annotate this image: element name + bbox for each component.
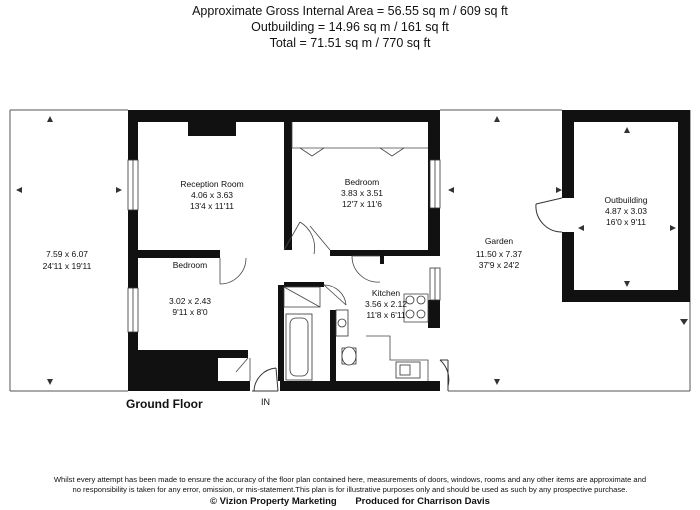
- reception-room-metric: 4.06 x 3.63: [191, 190, 233, 200]
- outbuilding-walls: [562, 110, 690, 302]
- room-labels: Reception Room 4.06 x 3.63 13'4 x 11'11 …: [43, 177, 648, 320]
- kitchen-worktop: [366, 293, 429, 381]
- bedroom-1-metric: 3.83 x 3.51: [341, 188, 383, 198]
- bedroom-1-imperial: 12'7 x 11'6: [342, 199, 382, 209]
- sink-icon: [395, 361, 421, 379]
- hob-icon: [405, 295, 426, 319]
- kitchen-imperial: 11'8 x 6'11: [366, 310, 406, 320]
- windows: [127, 159, 441, 333]
- footer: © Vizion Property Marketing Produced for…: [0, 496, 700, 507]
- reception-room-name: Reception Room: [180, 179, 243, 189]
- outbuilding-name: Outbuilding: [604, 195, 647, 205]
- basin-icon: [335, 309, 349, 337]
- disclaimer: Whilst every attempt has been made to en…: [20, 475, 680, 495]
- bedroom-2-imperial: 9'11 x 8'0: [172, 307, 207, 317]
- garden-imperial: 37'9 x 24'2: [479, 260, 520, 270]
- outbuilding-imperial: 16'0 x 9'11: [606, 217, 646, 227]
- garden-metric: 11.50 x 7.37: [476, 249, 522, 259]
- toilet-icon: [341, 346, 357, 366]
- kitchen-metric: 3.56 x 2.12: [365, 299, 407, 309]
- disclaimer-line-1: Whilst every attempt has been made to en…: [53, 475, 647, 484]
- back-door: [439, 359, 450, 391]
- wardrobe-doors: [291, 122, 428, 157]
- reception-room-imperial: 13'4 x 11'11: [190, 201, 234, 211]
- dimension-arrows: [16, 116, 688, 385]
- internal-doors: [219, 221, 381, 381]
- garden-name: Garden: [485, 236, 514, 246]
- outbuilding-area-text: Outbuilding = 14.96 sq m / 161 sq ft: [251, 20, 449, 34]
- bath-icon: [285, 313, 313, 381]
- outbuilding-door: [535, 197, 563, 233]
- disclaimer-line-2: no responsibility is taken for any error…: [72, 485, 628, 494]
- house-walls: [128, 110, 440, 391]
- outbuilding-metric: 4.87 x 3.03: [605, 206, 647, 216]
- bedroom-2-name: Bedroom: [173, 260, 208, 270]
- bedroom-2-metric: 3.02 x 2.43: [169, 296, 211, 306]
- total-area-text: Total = 71.51 sq m / 770 sq ft: [269, 36, 431, 50]
- footer-produced-for: Produced for Charrison Davis: [355, 496, 490, 507]
- patio-metric: 7.59 x 6.07: [46, 249, 88, 259]
- footer-marketing: © Vizion Property Marketing: [210, 496, 337, 507]
- hall-cupboard: [283, 286, 321, 308]
- floor-label: Ground Floor: [126, 397, 203, 411]
- patio-imperial: 24'11 x 19'11: [43, 261, 92, 271]
- bedroom-1-name: Bedroom: [345, 177, 380, 187]
- kitchen-name: Kitchen: [372, 288, 401, 298]
- gross-area-text: Approximate Gross Internal Area = 56.55 …: [192, 4, 508, 18]
- entrance-door: [252, 367, 279, 392]
- entrance-label: IN: [261, 397, 270, 407]
